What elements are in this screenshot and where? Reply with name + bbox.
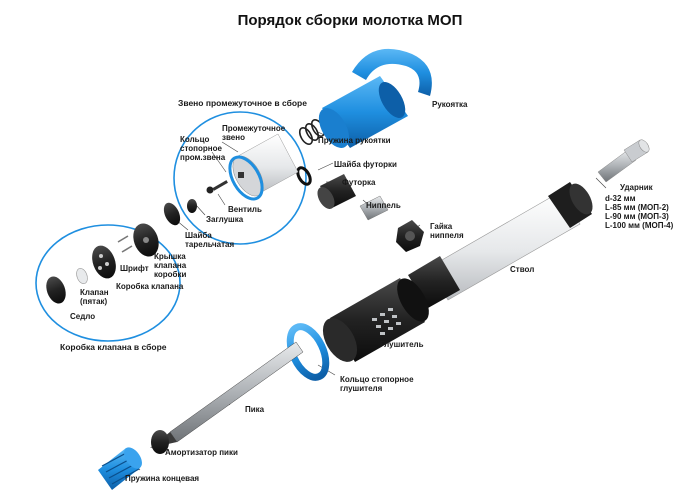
handle-drawing — [318, 48, 432, 148]
plate-washer-drawing — [163, 202, 181, 226]
seat-drawing — [46, 276, 66, 304]
striker-specs-label: d-32 мм L-85 мм (МОП-2) L-90 мм (МОП-3) … — [605, 194, 674, 230]
valve-box-assembly-label: Коробка клапана в сборе — [60, 342, 167, 352]
retaining-ring-link-label: Кольцо стопорное пром.звена — [180, 135, 226, 162]
nipple-drawing — [359, 195, 389, 221]
intermediate-link-drawing — [228, 133, 299, 201]
nipple-nut-drawing — [396, 220, 424, 252]
valve-box-cover-label: Крышка клапана коробки — [154, 252, 187, 279]
valve-box-drawing — [92, 245, 116, 279]
intermediate-assembly-label: Звено промежуточное в сборе — [178, 98, 307, 108]
pick-label: Пика — [245, 405, 265, 414]
valve-heel-drawing — [76, 267, 88, 285]
diagram-title: Порядок сборки молотка МОП — [237, 12, 463, 29]
valve-box-cover-drawing — [133, 223, 159, 257]
valve-stem-drawing — [206, 180, 228, 194]
pick-drawing — [150, 341, 304, 448]
plate-washer-label: Шайба тарельчатая — [185, 231, 235, 249]
silencer-ring-label: Кольцо стопорное глушителя — [340, 375, 414, 393]
pick-damper-drawing — [151, 430, 169, 454]
striker-label: Ударник — [620, 183, 653, 192]
pin-label: Шрифт — [120, 264, 149, 273]
plug-label: Заглушка — [206, 215, 244, 224]
plug-drawing — [187, 199, 197, 213]
fitting-washer-label: Шайба футорки — [334, 160, 397, 169]
barrel-drawing — [408, 182, 593, 308]
barrel-label: Ствол — [510, 265, 535, 274]
handle-label: Рукоятка — [432, 100, 468, 109]
fitting-drawing — [317, 174, 356, 209]
valve-box-circle — [35, 224, 181, 342]
striker-drawing — [597, 139, 650, 183]
nipple-nut-label: Гайка ниппеля — [430, 222, 464, 240]
nipple-label: Ниппель — [366, 201, 401, 210]
end-spring-label: Пружина концевая — [125, 474, 200, 483]
valve-heel-label: Клапан (пятак) — [80, 288, 109, 306]
pin-drawing — [117, 235, 133, 253]
intermediate-assembly-circle — [173, 111, 307, 245]
valve-box-label: Коробка клапана — [116, 282, 184, 291]
silencer-drawing — [322, 278, 429, 362]
handle-spring-label: Пружина рукоятки — [318, 136, 391, 145]
seat-label: Седло — [70, 312, 96, 321]
fitting-label: Футорка — [342, 178, 376, 187]
pick-damper-label: Амортизатор пики — [165, 448, 238, 457]
fitting-washer-drawing — [296, 166, 312, 186]
valve-stem-label: Вентиль — [228, 205, 262, 214]
end-spring-drawing — [98, 447, 142, 490]
silencer-label: Глушитель — [380, 340, 424, 349]
intermediate-link-label: Промежуточное звено — [222, 124, 286, 142]
